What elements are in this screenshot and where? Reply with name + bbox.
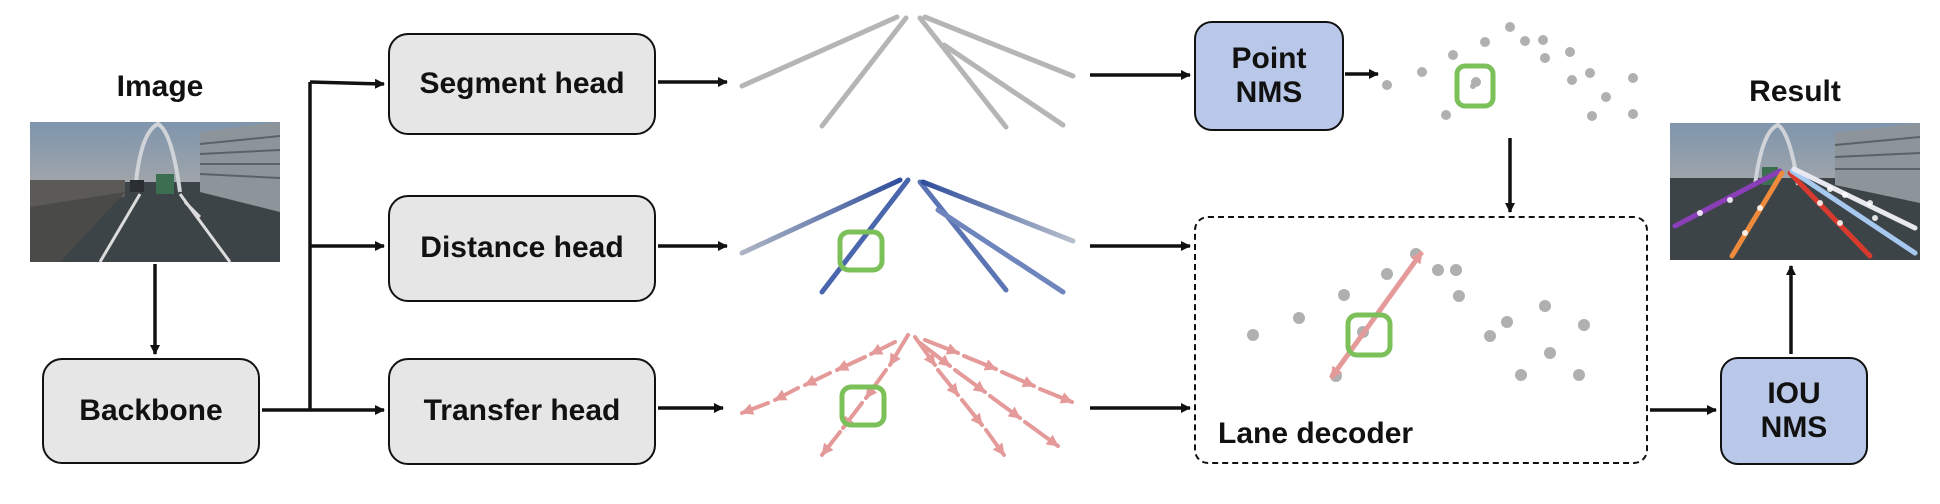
- iou-nms-box: IOU NMS: [1720, 357, 1868, 465]
- lane-decoder-container: [1194, 216, 1648, 464]
- road-scene-illustration: [30, 122, 280, 262]
- result-title: Result: [1749, 75, 1841, 108]
- image-title: Image: [116, 70, 204, 103]
- point-nms-box: Point NMS: [1194, 21, 1344, 131]
- lane-decoder-label: Lane decoder: [1218, 417, 1414, 450]
- segment-lanes: [739, 14, 1076, 130]
- backbone-box: Backbone: [42, 358, 260, 464]
- segment-head-box: Segment head: [388, 33, 656, 135]
- transfer-head-box: Transfer head: [388, 358, 656, 465]
- distance-lanes: [739, 177, 1076, 295]
- nms-points: [1382, 22, 1638, 121]
- result-road-illustration: [1670, 123, 1920, 260]
- distance-head-box: Distance head: [388, 195, 656, 302]
- input-road-image: [30, 122, 280, 262]
- transfer-arrows: [740, 333, 1074, 457]
- result-image: [1670, 123, 1920, 260]
